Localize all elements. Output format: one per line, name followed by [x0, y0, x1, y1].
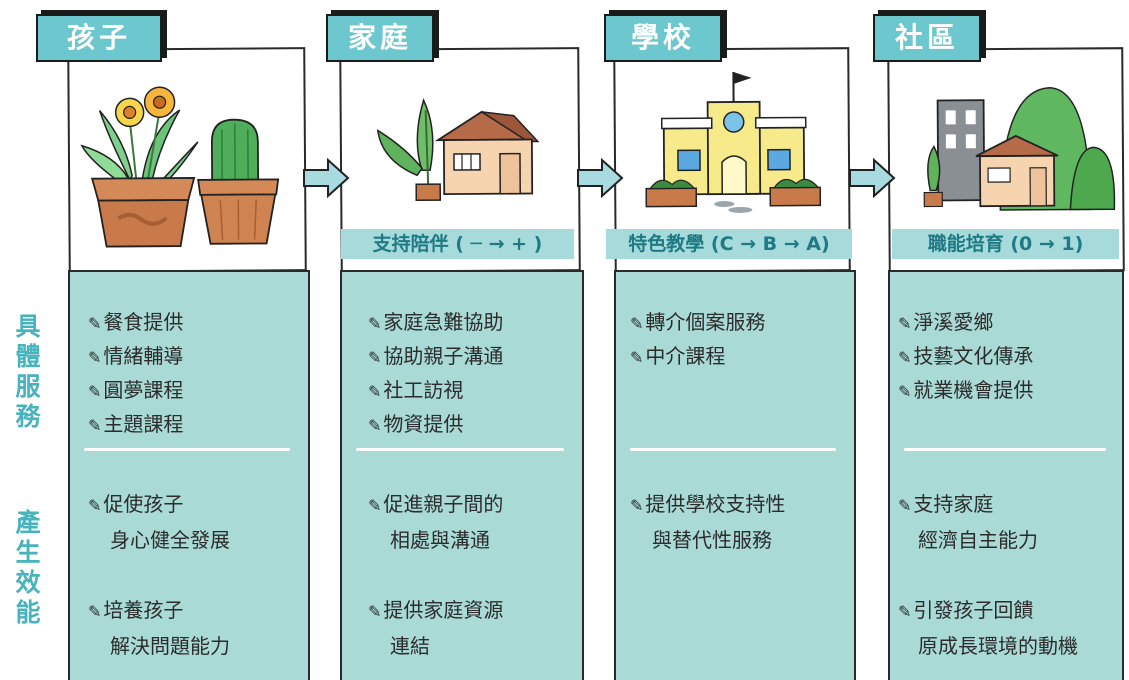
service-item: ✎協助親子溝通 — [368, 340, 503, 369]
school-illustration — [615, 49, 848, 231]
band-community: 職能培育 (0 → 1) — [892, 229, 1119, 259]
service-item: ✎物資提供 — [368, 408, 463, 437]
pencil-icon: ✎ — [630, 348, 643, 367]
side-label-effects: 產生效能 — [14, 508, 42, 628]
pencil-icon: ✎ — [898, 382, 911, 401]
pencil-icon: ✎ — [898, 602, 911, 621]
pencil-icon: ✎ — [368, 348, 381, 367]
service-item: ✎餐食提供 — [88, 306, 183, 335]
side-label-char: 具 — [14, 312, 42, 342]
pencil-icon: ✎ — [368, 602, 381, 621]
pencil-icon: ✎ — [88, 416, 101, 435]
divider — [356, 448, 564, 451]
house-illustration — [341, 49, 578, 231]
right-arrow-icon — [576, 158, 624, 198]
pencil-icon: ✎ — [630, 496, 643, 515]
pencil-icon: ✎ — [898, 496, 911, 515]
pencil-icon: ✎ — [88, 382, 101, 401]
pencil-icon: ✎ — [368, 496, 381, 515]
divider — [630, 448, 836, 451]
pencil-icon: ✎ — [88, 602, 101, 621]
side-label-services: 具體服務 — [14, 312, 42, 432]
side-label-char: 能 — [14, 598, 42, 628]
service-item: ✎技藝文化傳承 — [898, 340, 1033, 369]
right-arrow-icon — [848, 158, 896, 198]
effect-item: ✎促使孩子 — [88, 488, 183, 517]
pencil-icon: ✎ — [368, 416, 381, 435]
effect-item-continued: 經濟自主能力 — [918, 524, 1038, 553]
pencil-icon: ✎ — [88, 314, 101, 333]
effect-item-continued: 與替代性服務 — [652, 524, 772, 553]
effect-item: ✎支持家庭 — [898, 488, 993, 517]
pencil-icon: ✎ — [88, 348, 101, 367]
service-item: ✎就業機會提供 — [898, 374, 1033, 403]
service-item: ✎圓夢課程 — [88, 374, 183, 403]
card-child — [67, 47, 307, 273]
side-label-char: 效 — [14, 568, 42, 598]
effect-item-continued: 相處與溝通 — [390, 524, 490, 553]
effect-item-continued: 原成長環境的動機 — [918, 630, 1078, 659]
right-arrow-icon — [302, 158, 350, 198]
effect-item: ✎培養孩子 — [88, 594, 183, 623]
tag-family: 家庭 — [326, 14, 434, 62]
tag-community: 社區 — [873, 14, 981, 62]
effect-item-continued: 身心健全發展 — [110, 524, 230, 553]
community-illustration — [889, 49, 1122, 231]
side-label-char: 服 — [14, 372, 42, 402]
effect-item: ✎提供學校支持性 — [630, 488, 785, 517]
effect-item-continued: 連結 — [390, 630, 430, 659]
divider — [904, 448, 1106, 451]
pencil-icon: ✎ — [898, 314, 911, 333]
service-item: ✎社工訪視 — [368, 374, 463, 403]
divider — [84, 448, 290, 451]
effect-item: ✎提供家庭資源 — [368, 594, 503, 623]
service-item: ✎轉介個案服務 — [630, 306, 765, 335]
side-label-char: 生 — [14, 538, 42, 568]
pencil-icon: ✎ — [630, 314, 643, 333]
effect-item: ✎促進親子間的 — [368, 488, 503, 517]
service-item: ✎家庭急難協助 — [368, 306, 503, 335]
tag-school: 學校 — [604, 14, 722, 62]
side-label-char: 體 — [14, 342, 42, 372]
pencil-icon: ✎ — [898, 348, 911, 367]
pencil-icon: ✎ — [368, 314, 381, 333]
band-family: 支持陪伴 ( ─ → + ) — [341, 229, 574, 259]
side-label-char: 務 — [14, 402, 42, 432]
band-school: 特色教學 (C → B → A) — [606, 229, 852, 259]
side-label-char: 產 — [14, 508, 42, 538]
service-item: ✎情緒輔導 — [88, 340, 183, 369]
effect-item: ✎引發孩子回饋 — [898, 594, 1033, 623]
tag-child: 孩子 — [36, 14, 162, 62]
service-item: ✎主題課程 — [88, 408, 183, 437]
service-item: ✎中介課程 — [630, 340, 725, 369]
service-item: ✎淨溪愛鄉 — [898, 306, 993, 335]
pencil-icon: ✎ — [368, 382, 381, 401]
effect-item-continued: 解決問題能力 — [110, 630, 230, 659]
pencil-icon: ✎ — [88, 496, 101, 515]
plants-illustration — [69, 49, 305, 271]
